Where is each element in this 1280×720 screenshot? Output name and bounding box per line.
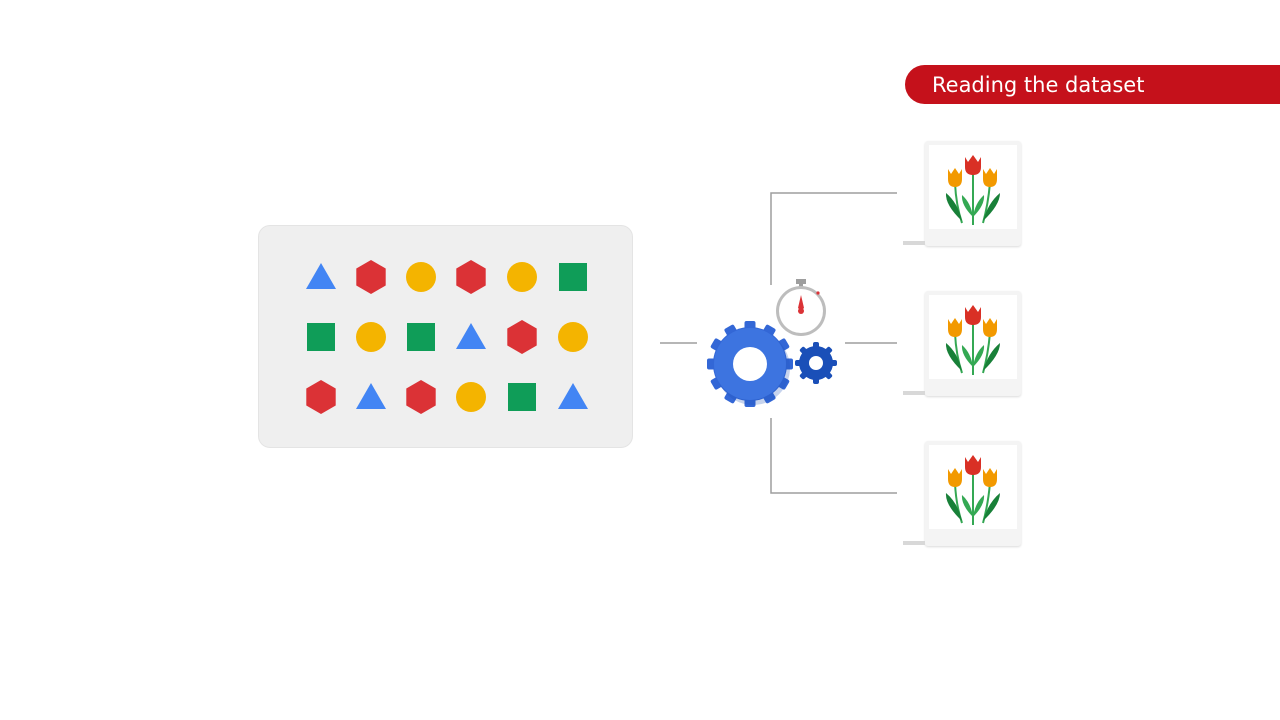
output-image-card-3	[925, 441, 1021, 546]
hexagon-shape	[356, 260, 386, 294]
tulips-image-icon	[945, 305, 1000, 375]
card-shadow	[903, 541, 925, 545]
output-image-card-2	[925, 291, 1021, 396]
section-title: Reading the dataset	[932, 72, 1145, 97]
circle-shape	[507, 262, 537, 292]
triangle-shape	[306, 263, 336, 289]
square-shape	[307, 323, 335, 351]
hexagon-shape	[306, 380, 336, 414]
processing-icon	[707, 279, 837, 407]
circle-shape	[456, 382, 486, 412]
stopwatch-icon	[776, 279, 826, 336]
hexagon-shape	[406, 380, 436, 414]
tulips-drawing	[945, 455, 1000, 525]
triangle-shape	[558, 383, 588, 409]
tulips-image-icon	[945, 155, 1000, 225]
circle-shape	[406, 262, 436, 292]
tulips-image-icon	[945, 455, 1000, 525]
square-shape	[407, 323, 435, 351]
square-shape	[508, 383, 536, 411]
bottom-output-connector	[770, 418, 897, 494]
circle-shape	[558, 322, 588, 352]
small-gear-icon	[795, 342, 837, 384]
tulips-drawing	[945, 305, 1000, 375]
section-title-badge: Reading the dataset	[905, 65, 1280, 104]
hexagon-shape	[456, 260, 486, 294]
gear-icon	[707, 321, 793, 407]
hexagon-shape	[507, 320, 537, 354]
top-output-connector	[770, 192, 897, 285]
circle-shape	[356, 322, 386, 352]
tulips-drawing	[945, 155, 1000, 225]
square-shape	[559, 263, 587, 291]
output-image-card-1	[925, 141, 1021, 246]
triangle-shape	[356, 383, 386, 409]
triangle-shape	[456, 323, 486, 349]
card-shadow	[903, 241, 925, 245]
card-shadow	[903, 391, 925, 395]
